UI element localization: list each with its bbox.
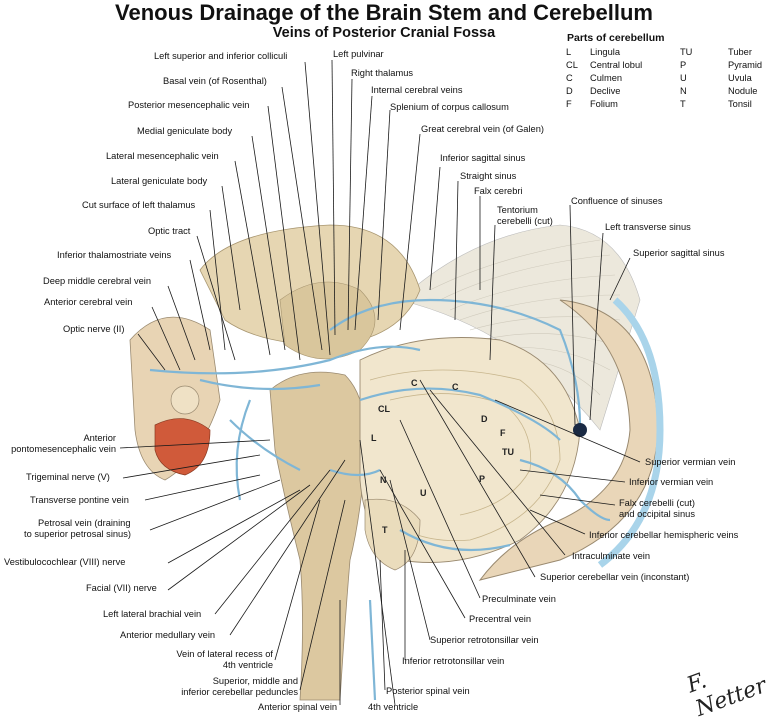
- label-superior-vermian-vein: Superior vermian vein: [645, 457, 736, 467]
- mark-tuber: TU: [502, 447, 514, 457]
- label-posterior-spinal-vein: Posterior spinal vein: [386, 686, 470, 696]
- label-trigeminal-nerve: Trigeminal nerve (V): [26, 472, 110, 482]
- label-precentral-vein: Precentral vein: [469, 614, 532, 624]
- label-left-pulvinar: Left pulvinar: [333, 49, 384, 59]
- label-medial-geniculate-body: Medial geniculate body: [137, 126, 233, 136]
- mark-lingula: L: [371, 433, 377, 443]
- label-left-transverse-sinus: Left transverse sinus: [605, 222, 691, 232]
- label-vestibulocochlear-nerve: Vestibulocochlear (VIII) nerve: [4, 557, 126, 567]
- label-preculminate-vein: Preculminate vein: [482, 594, 556, 604]
- label-4th-ventricle-a: 4th ventricle: [222, 660, 273, 670]
- label-straight-sinus: Straight sinus: [460, 171, 517, 181]
- legend-title: Parts of cerebellum: [567, 32, 665, 44]
- label-splenium: Splenium of corpus callosum: [390, 102, 509, 112]
- mark-tonsil: T: [382, 525, 388, 535]
- label-left-lateral-brachial-vein: Left lateral brachial vein: [103, 609, 202, 619]
- label-tentorium-cut: cerebelli (cut): [497, 216, 553, 226]
- label-pontomesencephalic-vein: pontomesencephalic vein: [11, 444, 116, 454]
- label-optic-tract: Optic tract: [148, 226, 191, 236]
- label-tentorium: Tentorium: [497, 205, 538, 215]
- label-facial-nerve: Facial (VII) nerve: [86, 583, 157, 593]
- label-inferior-thalamostriate-veins: Inferior thalamostriate veins: [57, 250, 172, 260]
- mark-declive: D: [481, 414, 488, 424]
- label-superior-sagittal-sinus: Superior sagittal sinus: [633, 248, 725, 258]
- label-4th-ventricle-b: 4th ventricle: [368, 702, 419, 712]
- label-inferior-retrotonsillar-vein: Inferior retrotonsillar vein: [402, 656, 505, 666]
- label-inferior-vermian-vein: Inferior vermian vein: [629, 477, 714, 487]
- mark-culmen: C: [452, 382, 459, 392]
- label-petrosal-vein-cont: to superior petrosal sinus): [24, 529, 131, 539]
- mark-pyramid: P: [479, 474, 486, 484]
- figure-subtitle: Veins of Posterior Cranial Fossa: [272, 25, 496, 41]
- label-inferior-sagittal-sinus: Inferior sagittal sinus: [440, 153, 526, 163]
- mark-folium: F: [500, 428, 506, 438]
- label-inferior-cerebellar-hemispheric-veins: Inferior cerebellar hemispheric veins: [589, 530, 739, 540]
- label-anterior: Anterior: [83, 433, 116, 443]
- mark-uvula: U: [420, 488, 427, 498]
- label-cerebellar-peduncles: Superior, middle and: [212, 676, 298, 686]
- label-cut-surface-thalamus: Cut surface of left thalamus: [82, 200, 196, 210]
- label-colliculi: Left superior and inferior colliculi: [154, 51, 288, 61]
- label-falx-cerebri: Falx cerebri: [474, 186, 523, 196]
- label-optic-nerve: Optic nerve (II): [63, 324, 125, 334]
- label-basal-vein: Basal vein (of Rosenthal): [163, 76, 267, 86]
- mark-central-lobule: CL: [378, 404, 390, 414]
- label-vein-lateral-recess: Vein of lateral recess of: [176, 649, 273, 659]
- label-superior-cerebellar-vein: Superior cerebellar vein (inconstant): [540, 572, 690, 582]
- label-anterior-cerebral-vein: Anterior cerebral vein: [44, 297, 133, 307]
- label-anterior-medullary-vein: Anterior medullary vein: [120, 630, 216, 640]
- label-occipital-sinus: and occipital sinus: [619, 509, 695, 519]
- label-lateral-geniculate-body: Lateral geniculate body: [111, 176, 208, 186]
- label-anterior-spinal-vein: Anterior spinal vein: [258, 702, 338, 712]
- label-intraculminate-vein: Intraculminate vein: [572, 551, 651, 561]
- label-deep-middle-cerebral-vein: Deep middle cerebral vein: [43, 276, 152, 286]
- label-petrosal-vein: Petrosal vein (draining: [38, 518, 131, 528]
- label-confluence-of-sinuses: Confluence of sinuses: [571, 196, 663, 206]
- mark-culmen: C: [411, 378, 418, 388]
- label-cerebellar-peduncles-cont: inferior cerebellar peduncles: [181, 687, 298, 697]
- mark-nodule: N: [380, 475, 387, 485]
- label-internal-cerebral-veins: Internal cerebral veins: [371, 85, 463, 95]
- label-superior-retrotonsillar-vein: Superior retrotonsillar vein: [430, 635, 539, 645]
- label-posterior-mesencephalic-vein: Posterior mesencephalic vein: [128, 100, 250, 110]
- label-right-thalamus: Right thalamus: [351, 68, 414, 78]
- label-transverse-pontine-vein: Transverse pontine vein: [30, 495, 129, 505]
- label-lateral-mesencephalic-vein: Lateral mesencephalic vein: [106, 151, 219, 161]
- label-great-cerebral-vein: Great cerebral vein (of Galen): [421, 124, 544, 134]
- label-falx-cerebelli: Falx cerebelli (cut): [619, 498, 695, 508]
- figure-title: Venous Drainage of the Brain Stem and Ce…: [115, 0, 653, 25]
